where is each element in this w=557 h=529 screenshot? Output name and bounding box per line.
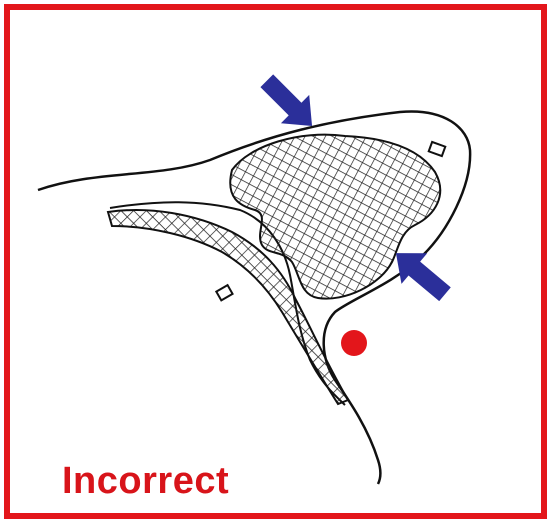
incorrect-label: Incorrect [62,462,229,500]
tab-marker [429,142,446,156]
red-dot-icon [341,330,367,356]
tab-marker [216,285,232,300]
arrow-icon [253,67,327,141]
